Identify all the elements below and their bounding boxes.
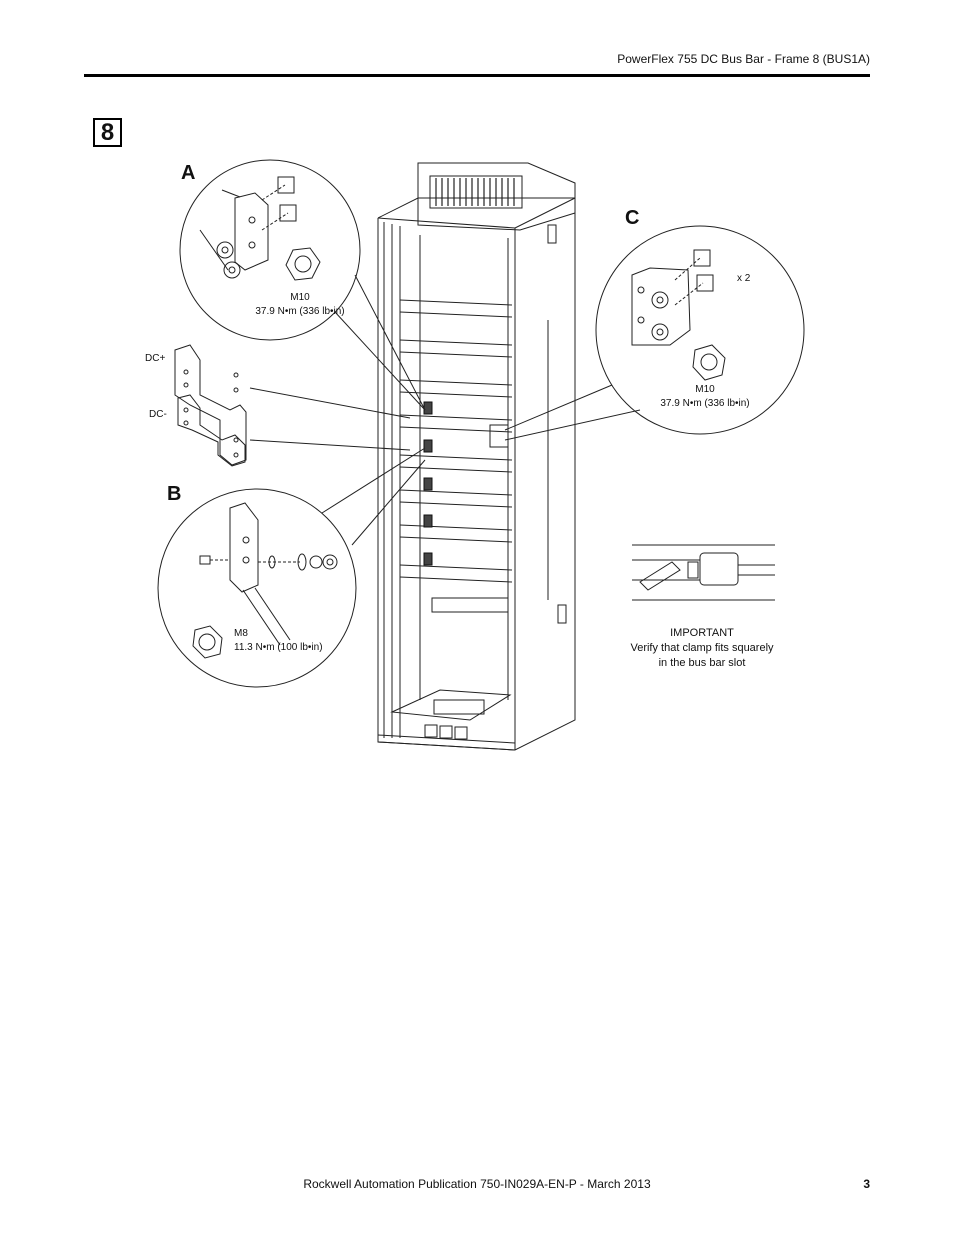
callout-c-torque: 37.9 N•m (336 lb•in)	[660, 398, 750, 409]
page-number: 3	[863, 1177, 870, 1191]
important-title: IMPORTANT	[670, 627, 734, 639]
important-line-1: Verify that clamp fits squarely	[630, 642, 774, 654]
callout-b-detail	[157, 447, 426, 688]
callout-c-detail	[489, 225, 805, 448]
important-line-2: in the bus bar slot	[658, 657, 746, 669]
important-note: IMPORTANT Verify that clamp fits squarel…	[612, 626, 792, 671]
footer-publication: Rockwell Automation Publication 750-IN02…	[303, 1177, 651, 1191]
callout-c-quantity: x 2	[737, 273, 751, 284]
callout-b-bolt-size: M8	[234, 628, 248, 639]
callout-a-letter: A	[181, 162, 196, 184]
callout-a-torque: 37.9 N•m (336 lb•in)	[255, 306, 345, 317]
drive-cabinet	[377, 162, 576, 751]
callout-b-letter: B	[167, 483, 182, 505]
callout-c-letter: C	[625, 207, 640, 229]
callout-c-bolt-size: M10	[695, 384, 715, 395]
clamp-detail	[632, 544, 775, 601]
dc-positive-label: DC+	[145, 353, 166, 364]
header-title: PowerFlex 755 DC Bus Bar - Frame 8 (BUS1…	[617, 52, 870, 66]
callout-b-torque: 11.3 N•m (100 lb•in)	[234, 642, 323, 653]
step-number: 8	[93, 118, 122, 147]
dc-bus-bars	[174, 344, 411, 467]
callout-a-bolt-size: M10	[290, 292, 310, 303]
callout-a-detail	[179, 159, 426, 411]
header-rule	[84, 74, 870, 77]
dc-negative-label: DC-	[149, 409, 167, 420]
